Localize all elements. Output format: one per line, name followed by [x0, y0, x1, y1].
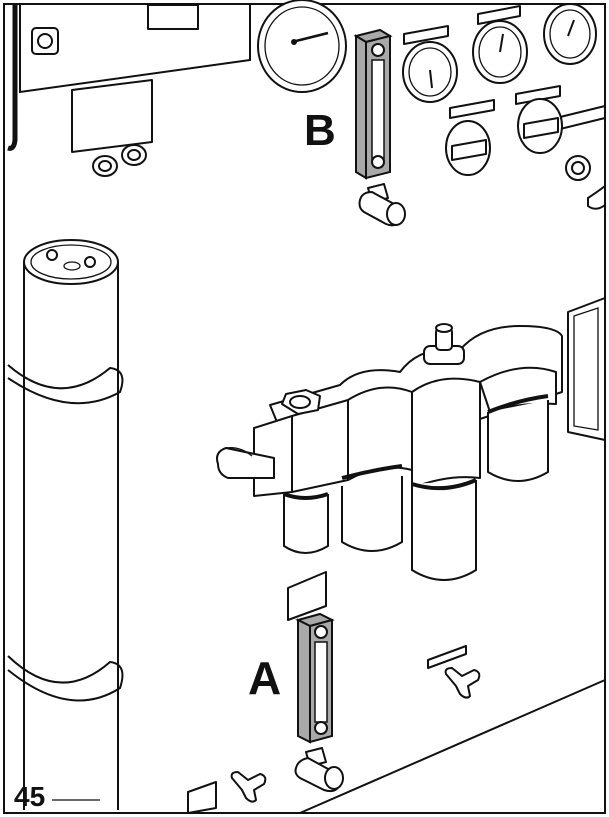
pressure-gauge-icon — [402, 41, 458, 103]
pressure-gauge-icon — [543, 3, 597, 65]
callout-b: B — [304, 106, 336, 155]
fitting-pair — [92, 144, 147, 177]
valve-icon — [294, 747, 344, 793]
filter-housing-icon — [216, 297, 606, 581]
control-box — [7, 4, 251, 153]
wing-nut-icon — [427, 645, 481, 699]
sight-glass-icon — [295, 612, 335, 744]
figure-number: 45 — [14, 781, 100, 812]
pressure-gauge-icon — [472, 20, 528, 84]
tag-plate — [287, 571, 327, 621]
sight-glass-icon — [353, 28, 393, 180]
pipe-clamp — [7, 655, 124, 702]
lever-handle — [216, 447, 275, 479]
fitting — [565, 155, 606, 210]
callout-a: A — [248, 652, 281, 704]
svg-text:45: 45 — [14, 781, 45, 812]
gauge-panel — [249, 0, 606, 210]
hex-nut — [281, 389, 321, 415]
adjust-knob — [423, 323, 465, 365]
pipe-clamp — [7, 364, 124, 405]
wing-nut-icon — [187, 771, 267, 814]
label-plate — [71, 79, 153, 153]
valve-icon — [358, 183, 406, 227]
pressure-gauge-icon — [257, 0, 347, 93]
cylinder-icon — [7, 239, 124, 810]
selector-knob — [517, 98, 563, 154]
panel-edge — [299, 679, 606, 814]
sight-glass-a: A — [248, 571, 344, 793]
sight-glass-b: B — [304, 28, 406, 227]
selector-knob — [445, 120, 491, 176]
